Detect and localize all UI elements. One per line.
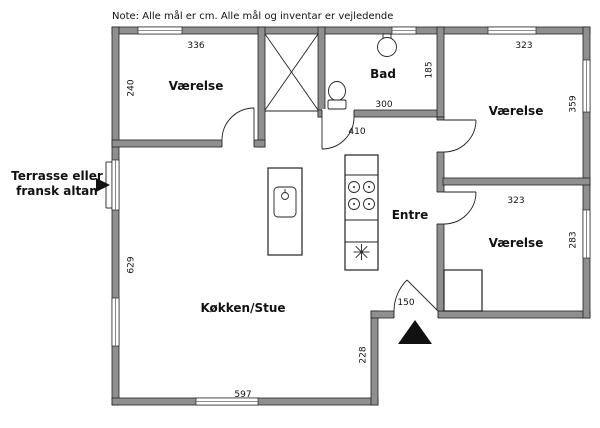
closet-diagonal [264, 33, 319, 111]
door-arc [321, 116, 355, 150]
room-label-bedroom-top-right: Værelse [489, 104, 544, 118]
terrace-label-line1: Terrasse eller [11, 169, 103, 183]
labels: Note: Alle mål er cm. Alle mål og invent… [11, 9, 578, 400]
wall-outer-left [111, 26, 120, 406]
door-gap [222, 139, 254, 148]
dim-entrance-opening: 150 [397, 298, 414, 308]
burner-dot [353, 203, 355, 205]
door-swings [221, 33, 477, 312]
markers [96, 178, 432, 344]
room-label-bedroom-mid-right: Værelse [489, 236, 544, 250]
dim-bedroom3-width: 323 [507, 196, 524, 206]
room-label-bathroom: Bad [370, 67, 396, 81]
wall-bedroom1-bottom [111, 139, 266, 148]
dim-hall-width: 410 [348, 127, 365, 137]
plan-note: Note: Alle mål er cm. Alle mål og invent… [112, 9, 393, 22]
terrace-label-line2: fransk altan [16, 184, 98, 198]
door-arc [443, 119, 477, 153]
washbasin-icon [377, 37, 397, 57]
stove-icon [348, 181, 375, 210]
dim-bedroom3-depth: 283 [569, 231, 579, 248]
burner-dot [368, 186, 370, 188]
wall-bedroom1-right [257, 26, 266, 148]
door-gap [436, 120, 445, 152]
room-label-kitchen-living: Køkken/Stue [200, 301, 285, 315]
wardrobe-closet [443, 269, 483, 312]
wall-bath-right [436, 26, 445, 118]
door-arc [221, 107, 255, 141]
room-label-bedroom-top-left: Værelse [169, 79, 224, 93]
toilet-tank [327, 99, 347, 110]
entrance-arrow-icon [398, 320, 432, 344]
toilet-icon [328, 81, 346, 101]
dim-kitchen-depth: 629 [127, 256, 137, 273]
wall-closet-right [317, 26, 326, 118]
door-openings [221, 109, 445, 319]
fixtures [105, 33, 483, 312]
entrance-door-arc [393, 279, 408, 312]
dim-bath-width: 300 [375, 100, 392, 110]
door-arc [443, 191, 477, 225]
terrace-arrow-icon [96, 178, 110, 192]
wall-bedrooms-divider [442, 177, 591, 186]
dim-bath-depth: 185 [425, 61, 435, 78]
dim-bedroom1-depth: 240 [127, 79, 137, 96]
entrance-door-gap [394, 310, 438, 319]
dim-entrance-side: 228 [359, 346, 369, 363]
dim-bedroom2-depth: 359 [569, 95, 579, 112]
door-gap [322, 109, 354, 118]
dim-kitchen-width: 597 [234, 390, 251, 400]
star-symbol-icon [353, 244, 370, 260]
wall-outer-right [582, 26, 591, 319]
door-gap [436, 192, 445, 224]
burner-dot [353, 186, 355, 188]
dim-bedroom2-width: 323 [515, 41, 532, 51]
windows [111, 26, 591, 406]
burner-dot [368, 203, 370, 205]
walls [111, 26, 591, 406]
star-line [355, 245, 368, 259]
dim-bedroom1-width: 336 [187, 41, 204, 51]
sink-icon [273, 186, 297, 218]
faucet-icon [281, 192, 289, 200]
room-label-hall: Entre [392, 208, 429, 222]
entrance-door-leaf [406, 279, 439, 312]
wall-step [370, 310, 379, 406]
